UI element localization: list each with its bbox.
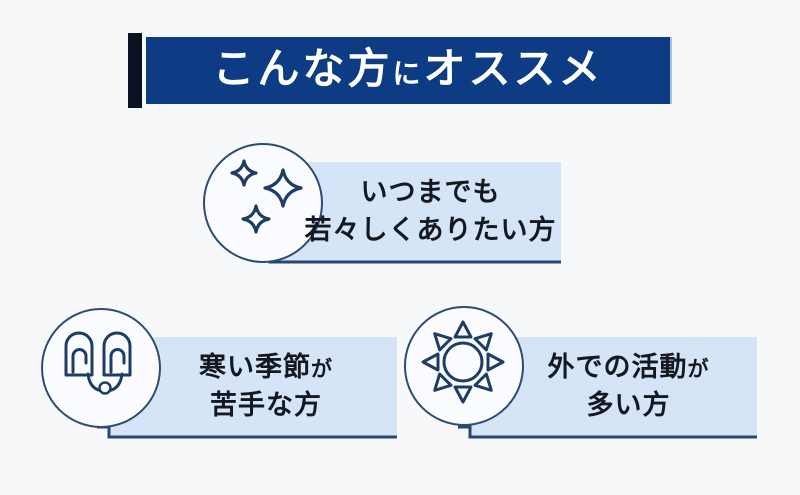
card-label: 外での活動が 多い方	[500, 337, 757, 437]
icon-circle	[41, 308, 161, 428]
card-panel	[458, 337, 757, 437]
sun-icon	[421, 320, 505, 404]
card-label-line2: 多い方	[586, 390, 671, 421]
card-label-line1: 寒い季節が	[199, 351, 333, 383]
section-title-part: オススメ	[423, 44, 604, 93]
section-title-part: こんな方	[212, 44, 393, 93]
sparkles-icon	[230, 159, 303, 234]
section-title-banner: こんな方にオススメ	[146, 37, 672, 104]
card-graphic	[404, 306, 757, 439]
card-bottom-border	[458, 425, 757, 439]
card-label: 寒い季節が 苦手な方	[135, 337, 397, 437]
card-label-line2: 若々しくありたい方	[304, 215, 557, 246]
card-panel	[97, 337, 397, 437]
header-accent-bar	[128, 33, 142, 108]
card-label: いつまでも 若々しくありたい方	[300, 162, 561, 262]
card-label-line1: 外での活動が	[547, 351, 710, 383]
card-panel	[258, 162, 561, 262]
recommend-card-youthful: いつまでも 若々しくありたい方	[200, 140, 565, 270]
recommend-card-cold-season: 寒い季節が 苦手な方	[40, 305, 405, 440]
card-graphic	[203, 143, 561, 264]
recommend-card-outdoor: 外での活動が 多い方	[400, 305, 765, 440]
mittens-icon	[64, 331, 132, 395]
card-label-line2: 苦手な方	[210, 390, 322, 421]
card-label-line1: いつまでも	[360, 176, 501, 208]
card-graphic	[41, 308, 397, 439]
section-title-particle: に	[392, 57, 424, 90]
